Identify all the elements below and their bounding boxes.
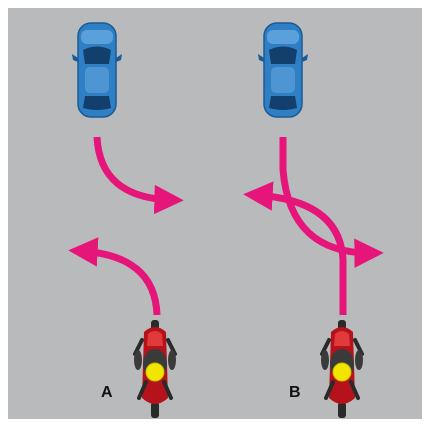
car-icon: [72, 22, 122, 118]
scenario-b-label: B: [289, 384, 301, 401]
car-icon: [258, 22, 308, 118]
scenario-a-label: A: [101, 384, 113, 401]
motorcycle-icon: [320, 320, 364, 418]
scenario-b-arrows: [243, 137, 384, 315]
motorcycle-b-path-arrow: [243, 181, 347, 315]
scenario-a-arrows: [68, 136, 184, 316]
car-b-path-arrow: [279, 137, 384, 268]
motorcycle-icon: [133, 320, 177, 418]
motorcycle-a-path-arrow: [68, 237, 161, 316]
car-a-path-arrow: [93, 136, 184, 215]
